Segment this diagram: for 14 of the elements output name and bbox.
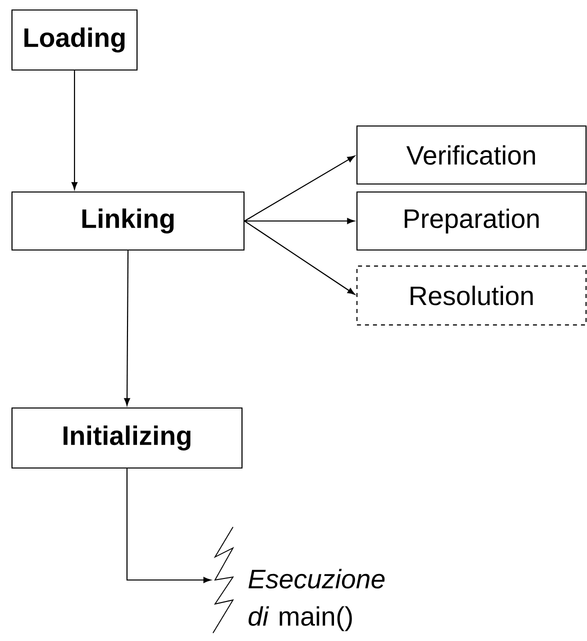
arrow	[244, 218, 355, 224]
process-box: Verification	[356, 125, 587, 185]
arrow	[124, 250, 130, 406]
process-box: Preparation	[356, 191, 587, 251]
arrow	[244, 156, 355, 222]
process-box: Linking	[11, 191, 245, 251]
caption-text: Esecuzione di main()	[248, 568, 385, 632]
zigzag-mark	[212, 526, 234, 634]
process-box: Resolution	[356, 266, 587, 326]
arrow	[72, 70, 78, 190]
arrow	[244, 220, 356, 295]
process-box: Loading	[11, 9, 138, 71]
arrow	[126, 468, 211, 583]
process-box: Initializing	[11, 407, 243, 469]
